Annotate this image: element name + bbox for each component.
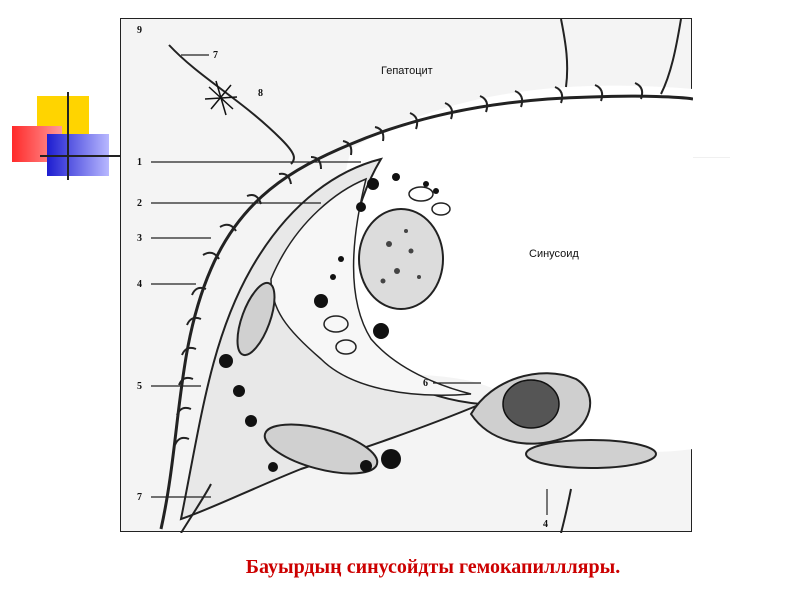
microvilli <box>174 82 644 446</box>
label-3: 3 <box>137 233 142 244</box>
label-5: 5 <box>137 381 142 392</box>
label-1: 1 <box>137 157 142 168</box>
figure-caption: Бауырдың синусойдты гемокапиллляры. <box>245 556 621 578</box>
sinusoid-lumen <box>333 85 693 452</box>
label-6: 6 <box>423 378 428 389</box>
bile-canaliculus <box>204 80 238 116</box>
mitochondria <box>323 186 451 355</box>
liver-sinusoid-diagram: 9 7 8 1 2 3 4 5 7 6 4 Гепатоцит Синусоид <box>120 18 693 533</box>
decorative-vertical-line <box>67 92 69 180</box>
right-boundary <box>660 19 682 95</box>
diagram-drawing: 9 7 8 1 2 3 4 5 7 6 4 Гепатоцит Синусоид <box>137 19 693 533</box>
intercellular-boundary <box>168 44 295 165</box>
granules <box>219 173 439 472</box>
lower-boundary <box>180 483 212 533</box>
right-nucleus <box>525 439 657 469</box>
lower-nucleus <box>263 423 379 475</box>
hepatocyte-label-bg <box>376 62 448 78</box>
label-7-top: 7 <box>213 50 218 61</box>
upper-boundary <box>560 19 569 88</box>
label-9: 9 <box>137 25 142 36</box>
endothelial-nucleus <box>236 281 276 357</box>
chromatin <box>380 229 421 284</box>
label-7-bottom: 7 <box>137 492 142 503</box>
label-4-left: 4 <box>137 279 142 290</box>
label-4-bottom: 4 <box>543 519 548 530</box>
kupffer-nucleus <box>502 379 560 429</box>
label-2: 2 <box>137 198 142 209</box>
hepatocyte-label: Гепатоцит <box>381 65 433 77</box>
sinusoid-label: Синусоид <box>529 248 579 260</box>
hepatocyte-nucleus <box>358 208 444 310</box>
cell-cytoplasm <box>270 177 472 396</box>
bottom-boundary <box>560 488 572 533</box>
decorative-horizontal-line <box>40 155 130 157</box>
label-8: 8 <box>258 88 263 99</box>
